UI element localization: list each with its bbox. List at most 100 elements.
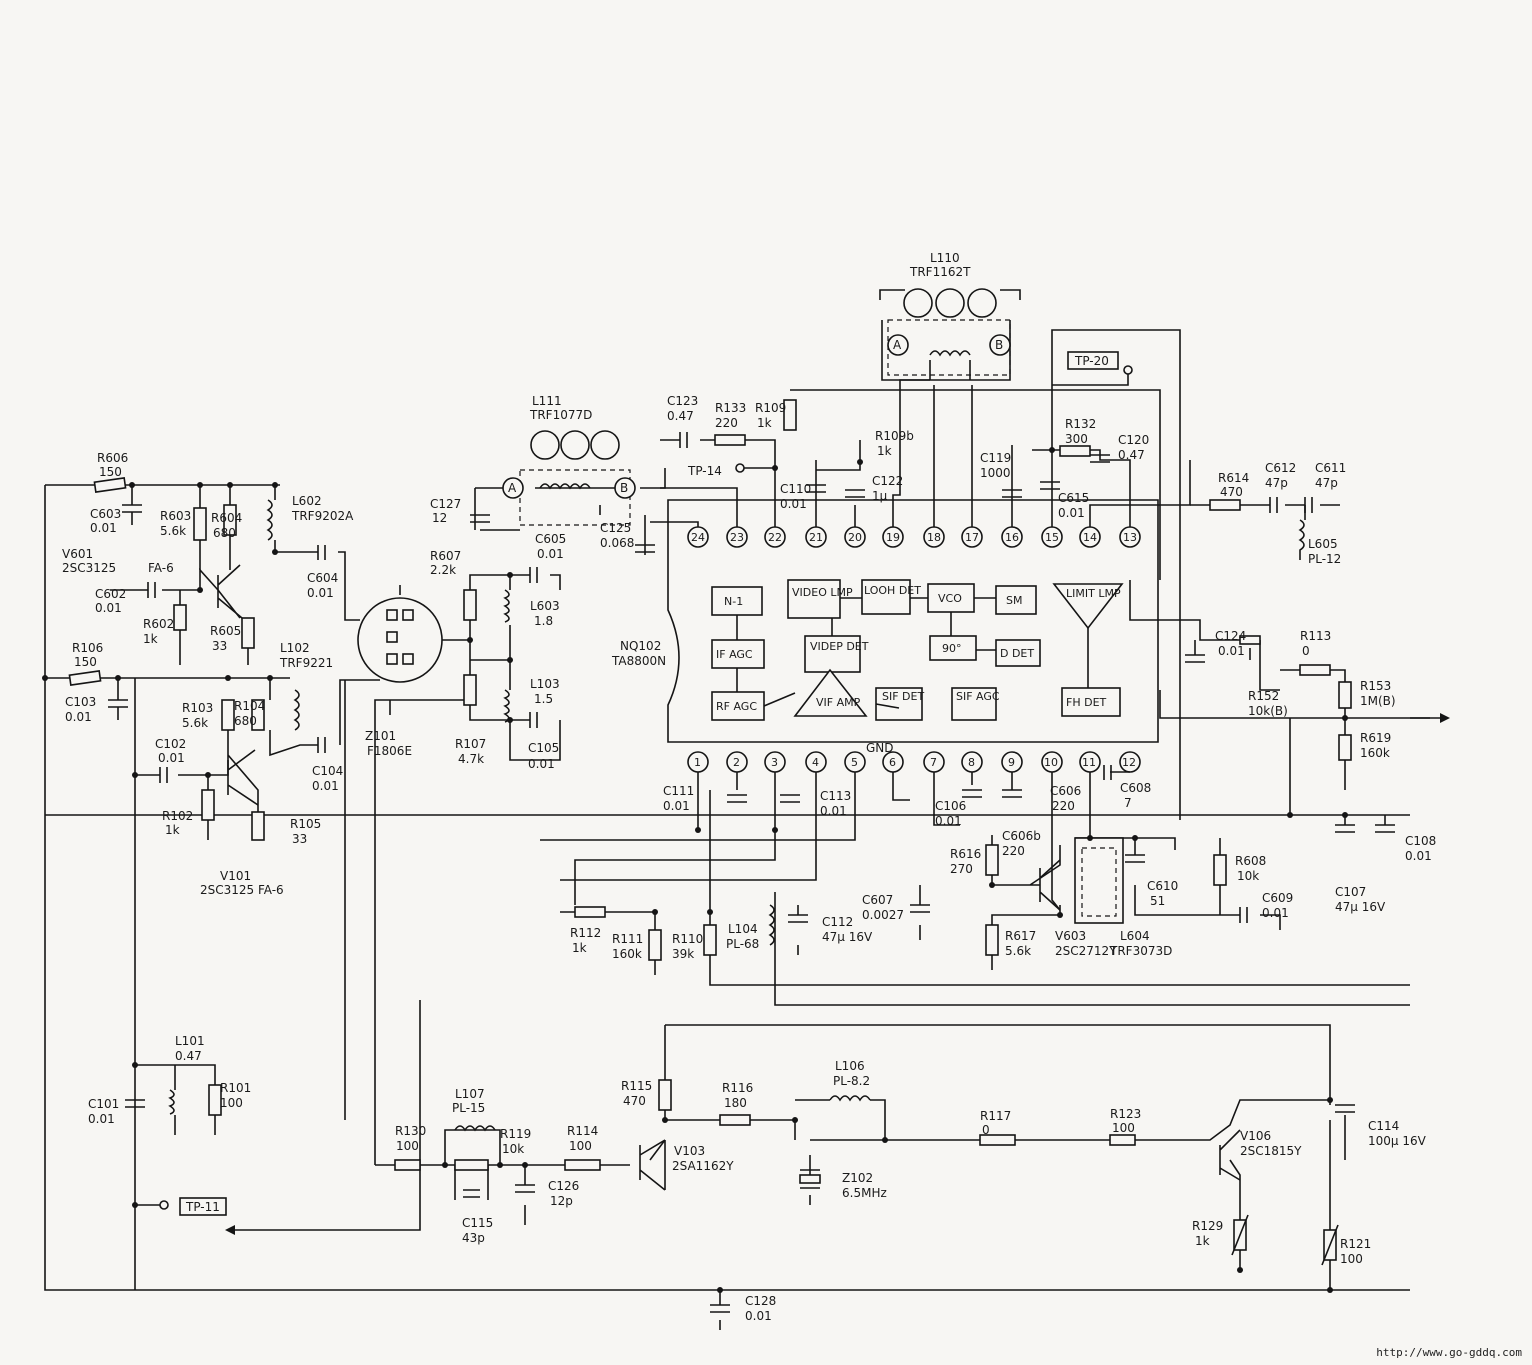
block-vif-amp: VIF AMP bbox=[816, 696, 861, 709]
ic-pin-label: 9 bbox=[1008, 756, 1015, 769]
ic-pin-label: 16 bbox=[1005, 531, 1019, 544]
c606-ref: C606 bbox=[1050, 784, 1081, 798]
r123-value: 100 bbox=[1112, 1121, 1135, 1135]
r130-value: 100 bbox=[396, 1139, 419, 1153]
c610-value: 51 bbox=[1150, 894, 1165, 908]
r130-ref: R130 bbox=[395, 1124, 426, 1138]
ic-pin-label: 7 bbox=[930, 756, 937, 769]
c608-ref: C608 bbox=[1120, 781, 1151, 795]
l106-value: PL-8.2 bbox=[833, 1074, 870, 1088]
r133-ref: R133 bbox=[715, 401, 746, 415]
c114-ref: C114 bbox=[1368, 1119, 1399, 1133]
r104-value: 680 bbox=[234, 714, 257, 728]
wiring bbox=[44, 289, 1430, 1330]
block-limit-lmp: LIMIT LMP bbox=[1066, 587, 1121, 600]
r105-value: 33 bbox=[292, 832, 307, 846]
l110-ref: L110 bbox=[930, 251, 960, 265]
r115-ref: R115 bbox=[621, 1079, 652, 1093]
r103-value: 5.6k bbox=[182, 716, 208, 730]
block-d-det: D DET bbox=[1000, 647, 1034, 660]
c607-ref: C607 bbox=[862, 893, 893, 907]
c120-ref: C120 bbox=[1118, 433, 1149, 447]
l107-ref: L107 bbox=[455, 1087, 485, 1101]
r602-value: 1k bbox=[143, 632, 158, 646]
c602-ref: C602 bbox=[95, 587, 126, 601]
z102-ref: Z102 bbox=[842, 1171, 873, 1185]
l602-value: TRF9202A bbox=[291, 509, 354, 523]
ic-pin-label: 13 bbox=[1123, 531, 1137, 544]
c110-ref: C110 bbox=[780, 482, 811, 496]
ic-pin-label: 20 bbox=[848, 531, 862, 544]
block-video-lmp: VIDEO LMP bbox=[792, 586, 853, 599]
r112-value: 1k bbox=[572, 941, 587, 955]
r109b-ref: R109b bbox=[875, 429, 914, 443]
r102-ref: R102 bbox=[162, 809, 193, 823]
c108-value: 0.01 bbox=[1405, 849, 1432, 863]
c125-value: 0.068 bbox=[600, 536, 634, 550]
block-sif-det: SIF DET bbox=[882, 690, 924, 703]
r133-value: 220 bbox=[715, 416, 738, 430]
c606b-value: 220 bbox=[1002, 844, 1025, 858]
r106-value: 150 bbox=[74, 655, 97, 669]
r605-value: 33 bbox=[212, 639, 227, 653]
l101-value: 0.47 bbox=[175, 1049, 202, 1063]
r606-value: 150 bbox=[99, 465, 122, 479]
r603-value: 5.6k bbox=[160, 524, 186, 538]
c612-ref: C612 bbox=[1265, 461, 1296, 475]
c102-ref: C102 bbox=[155, 737, 186, 751]
c611-ref: C611 bbox=[1315, 461, 1346, 475]
ic-pin-label: 18 bbox=[927, 531, 941, 544]
r607-ref: R607 bbox=[430, 549, 461, 563]
v603-ref: V603 bbox=[1055, 929, 1086, 943]
c107-ref: C107 bbox=[1335, 885, 1366, 899]
r104-ref: R104 bbox=[234, 699, 265, 713]
r109-value: 1k bbox=[757, 416, 772, 430]
block-sm: SM bbox=[1006, 594, 1022, 607]
r617-ref: R617 bbox=[1005, 929, 1036, 943]
r129-ref: R129 bbox=[1192, 1219, 1223, 1233]
r119-value: 10k bbox=[502, 1142, 524, 1156]
c128-value: 0.01 bbox=[745, 1309, 772, 1323]
ic-pin-label: 1 bbox=[694, 756, 701, 769]
c110-value: 0.01 bbox=[780, 497, 807, 511]
c105-ref: C105 bbox=[528, 741, 559, 755]
c125-ref: C125 bbox=[600, 521, 631, 535]
ic-pin-label: 5 bbox=[851, 756, 858, 769]
v106-value: 2SC1815Y bbox=[1240, 1144, 1302, 1158]
tp-11-label: TP-11 bbox=[185, 1200, 220, 1214]
test-points: TP-20 TP-14 TP-11 bbox=[159, 351, 1133, 1216]
ic-ref: NQ102 bbox=[620, 639, 661, 653]
ic-pin-label: 21 bbox=[809, 531, 823, 544]
r102-value: 1k bbox=[165, 823, 180, 837]
c102-value: 0.01 bbox=[158, 751, 185, 765]
c122-ref: C122 bbox=[872, 474, 903, 488]
l107-value: PL-15 bbox=[452, 1101, 485, 1115]
r103-ref: R103 bbox=[182, 701, 213, 715]
r111-value: 160k bbox=[612, 947, 642, 961]
v601-ref: V601 bbox=[62, 547, 93, 561]
c606-value: 220 bbox=[1052, 799, 1075, 813]
c611-value: 47p bbox=[1315, 476, 1338, 490]
r619-ref: R619 bbox=[1360, 731, 1391, 745]
c604-ref: C604 bbox=[307, 571, 338, 585]
r616-ref: R616 bbox=[950, 847, 981, 861]
r109b-value: 1k bbox=[877, 444, 892, 458]
r107-value: 4.7k bbox=[458, 752, 484, 766]
ic-pin-label: 10 bbox=[1044, 756, 1058, 769]
c123-value: 0.47 bbox=[667, 409, 694, 423]
l103-value: 1.5 bbox=[534, 692, 553, 706]
l111-ref: L111 bbox=[532, 394, 562, 408]
r117-ref: R117 bbox=[980, 1109, 1011, 1123]
block-videp-det: VIDEP DET bbox=[810, 640, 869, 653]
c104-value: 0.01 bbox=[312, 779, 339, 793]
c122-value: 1μ bbox=[872, 489, 888, 503]
ic-pin-label: 11 bbox=[1082, 756, 1096, 769]
r616-value: 270 bbox=[950, 862, 973, 876]
c119-ref: C119 bbox=[980, 451, 1011, 465]
c107-value: 47μ 16V bbox=[1335, 900, 1386, 914]
c112-ref: C112 bbox=[822, 915, 853, 929]
l102-ref: L102 bbox=[280, 641, 310, 655]
c103-value: 0.01 bbox=[65, 710, 92, 724]
r614-ref: R614 bbox=[1218, 471, 1249, 485]
